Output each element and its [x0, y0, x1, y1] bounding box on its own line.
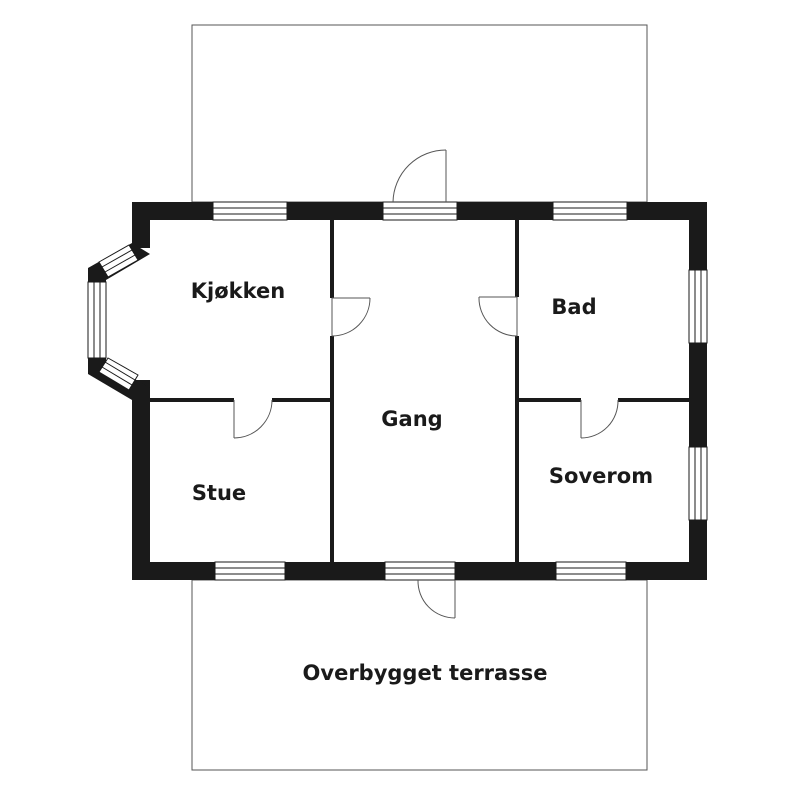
windows [87, 201, 708, 581]
room-label-hall: Gang [381, 407, 442, 431]
room-label-bath: Bad [551, 295, 596, 319]
window-bay-lower [98, 357, 139, 391]
door-entrance-bottom [417, 579, 456, 619]
doors [233, 149, 619, 619]
window-right-bath [688, 269, 708, 344]
upper-terrace-outline [191, 24, 648, 203]
window-right-bedroom [688, 446, 708, 521]
door-kitchen [331, 297, 371, 337]
window-bottom-living [214, 561, 286, 581]
room-label-terrace: Overbygget terrasse [303, 661, 548, 685]
room-label-bedroom: Soverom [549, 464, 653, 488]
window-bay-left [87, 281, 107, 359]
window-top-kitchen [212, 201, 288, 221]
window-bottom-bedroom [555, 561, 627, 581]
door-frame-bottom [384, 561, 456, 581]
room-label-living: Stue [192, 481, 246, 505]
door-frame-top [382, 201, 458, 221]
window-top-bath [552, 201, 628, 221]
door-bath [478, 296, 518, 337]
door-entrance-top [392, 149, 447, 203]
room-label-kitchen: Kjøkken [191, 279, 285, 303]
door-living [233, 399, 273, 439]
interior-walls [150, 220, 689, 562]
exterior-walls [88, 202, 707, 580]
window-bay-upper [98, 244, 139, 278]
door-bedroom [580, 399, 619, 439]
